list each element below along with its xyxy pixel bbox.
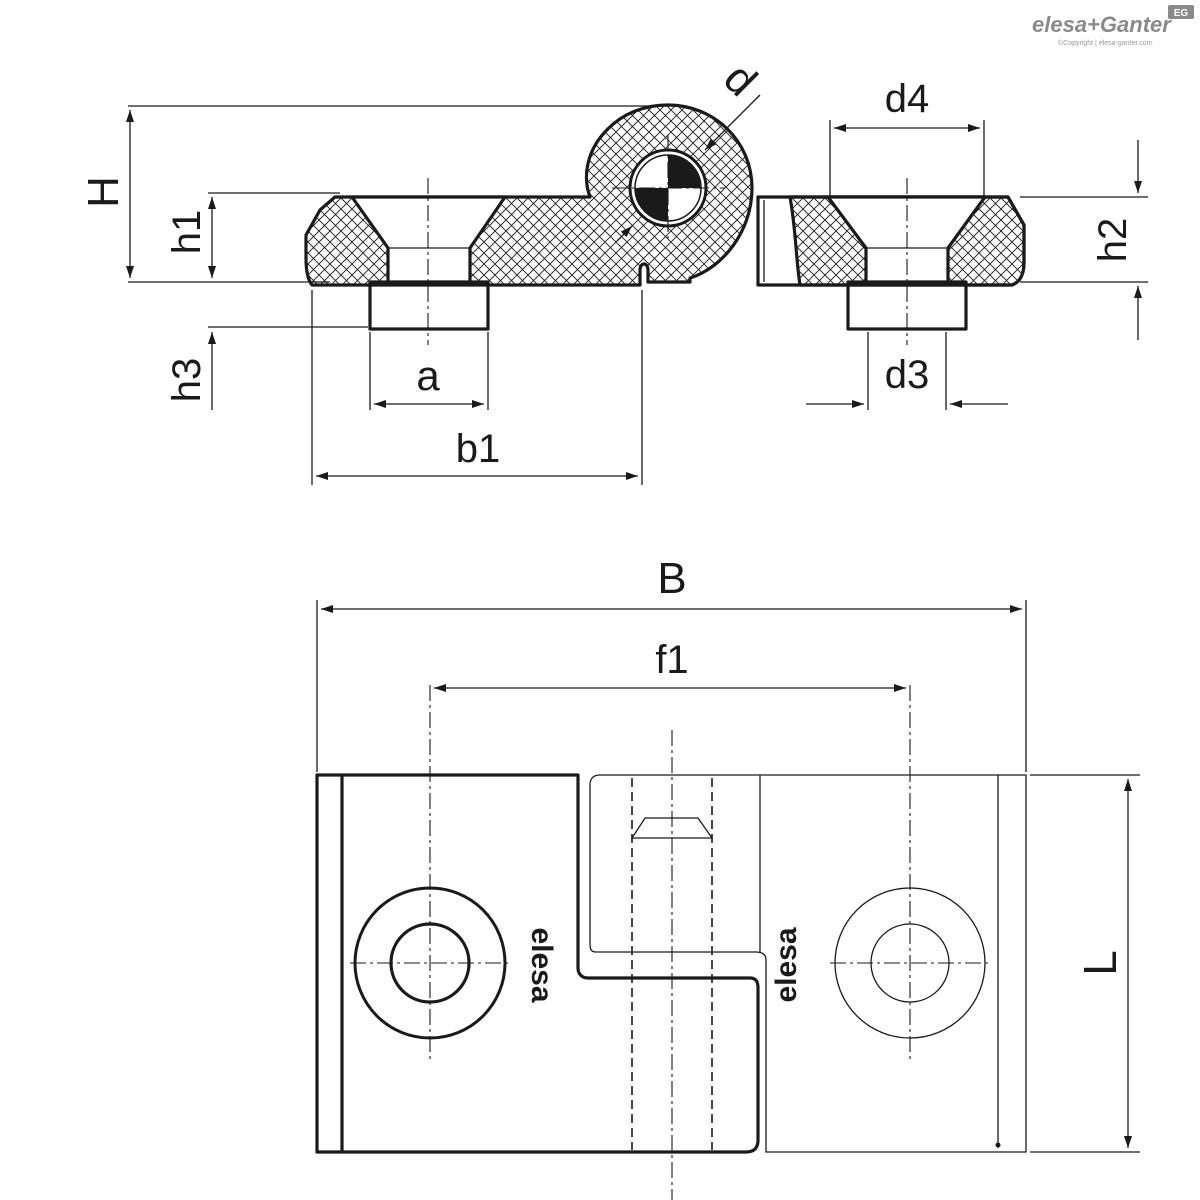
dim-h3: h3 <box>165 358 209 403</box>
dim-b1: b1 <box>456 427 501 471</box>
dim-h2: h2 <box>1091 218 1135 263</box>
left-boss <box>368 280 490 331</box>
dim-L: L <box>1074 950 1126 976</box>
dim-a: a <box>416 352 440 399</box>
dim-f1: f1 <box>655 638 688 682</box>
dim-B: B <box>657 554 686 603</box>
brand-badge <box>1168 5 1194 19</box>
dim-d: d <box>714 54 766 106</box>
part-marking-right: elesa <box>770 927 803 1002</box>
dim-H: H <box>79 176 128 208</box>
right-leaf-outline <box>589 774 1027 1153</box>
dim-d3: d3 <box>885 353 930 397</box>
brand-copyright: ©Copyright | elesa-ganter.com <box>1058 39 1153 47</box>
brand-badge-label: EG <box>1174 8 1189 19</box>
left-leaf-outline <box>315 773 760 1154</box>
part-marking-left: elesa <box>525 927 558 1002</box>
dim-d4: d4 <box>885 77 930 121</box>
top-plan-view: elesa elesa B f1 L <box>315 554 1140 1200</box>
brand-logo: elesa+Ganter ©Copyright | elesa-ganter.c… <box>1032 5 1194 47</box>
dim-h1: h1 <box>165 210 209 255</box>
brand-name: elesa+Ganter <box>1032 12 1172 37</box>
side-section-view: H h1 h3 h2 a b1 d3 d4 d <box>79 54 1148 485</box>
